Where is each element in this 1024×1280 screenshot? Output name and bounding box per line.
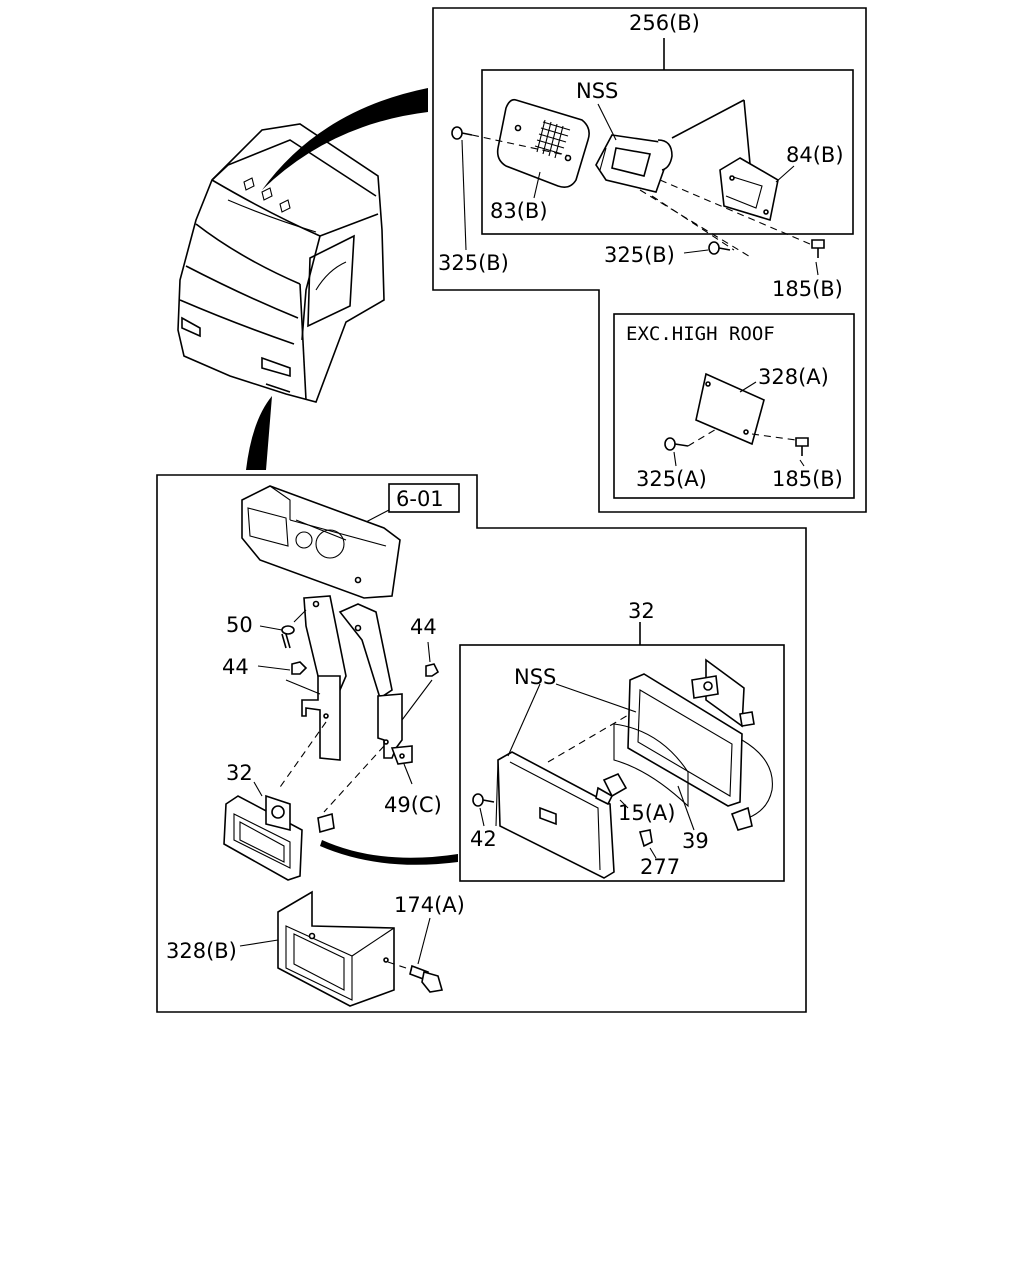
label-185b-bottom: 185(B) [772,467,843,491]
bolt-174a [409,964,444,993]
exc-high-roof-frame [613,313,855,499]
fog-lamp-front-lens [495,751,615,879]
screw-325b-mid [708,241,731,255]
label-174a: 174(A) [394,893,465,917]
fog-lamp-detail-frame [459,644,785,882]
label-nss-top: NSS [576,79,618,103]
screw-325a [664,437,689,451]
label-328b: 328(B) [166,939,237,963]
marker-lamp-frame [432,7,867,513]
leader-wedge-top [262,88,428,190]
label-185b-top: 185(B) [772,277,843,301]
mounting-bracket-left [301,595,347,761]
nut-44-left [291,661,308,675]
fog-lamp-frame [156,474,807,1013]
label-39: 39 [682,829,709,853]
nut-44-right [425,663,440,677]
ref-box-6-01 [388,483,460,513]
label-325b-mid: 325(B) [604,243,675,267]
fog-lamp-assembly-small [223,794,335,881]
label-6-01: 6-01 [396,487,444,511]
bulb-15a [595,772,628,806]
leader-wedge-detail [320,840,458,865]
label-83b: 83(B) [490,199,548,223]
leader-wedge-bottom [246,396,272,470]
label-exc-high-roof: EXC.HIGH ROOF [626,323,775,345]
marker-bracket-part [719,157,779,222]
label-50: 50 [226,613,253,637]
label-328a: 328(A) [758,365,829,389]
cover-328a-part [695,372,765,446]
clip-185b-top [811,239,825,258]
marker-lens-part [496,98,590,188]
bolt-50 [281,625,295,649]
clip-277 [638,829,653,848]
mounting-bracket-right [338,603,413,765]
label-84b: 84(B) [786,143,844,167]
screw-42 [472,793,495,807]
bumper-section-part [241,485,401,599]
label-256b: 256(B) [629,11,700,35]
label-277: 277 [640,855,680,879]
cover-328b-part [277,890,395,1007]
truck-cab-illustration [177,123,385,403]
clip-185b-bottom [795,437,809,456]
label-44-right: 44 [410,615,437,639]
label-325b-left: 325(B) [438,251,509,275]
label-15a: 15(A) [618,801,675,825]
label-42: 42 [470,827,497,851]
label-nss-detail: NSS [514,665,556,689]
label-49c: 49(C) [384,793,442,817]
label-44-left: 44 [222,655,249,679]
label-32-detail: 32 [628,599,655,623]
screw-325b-left [451,126,473,140]
marker-lamp-body-part [595,99,753,193]
fog-lamp-rear-body [613,658,773,831]
label-32-left: 32 [226,761,253,785]
label-325a: 325(A) [636,467,707,491]
